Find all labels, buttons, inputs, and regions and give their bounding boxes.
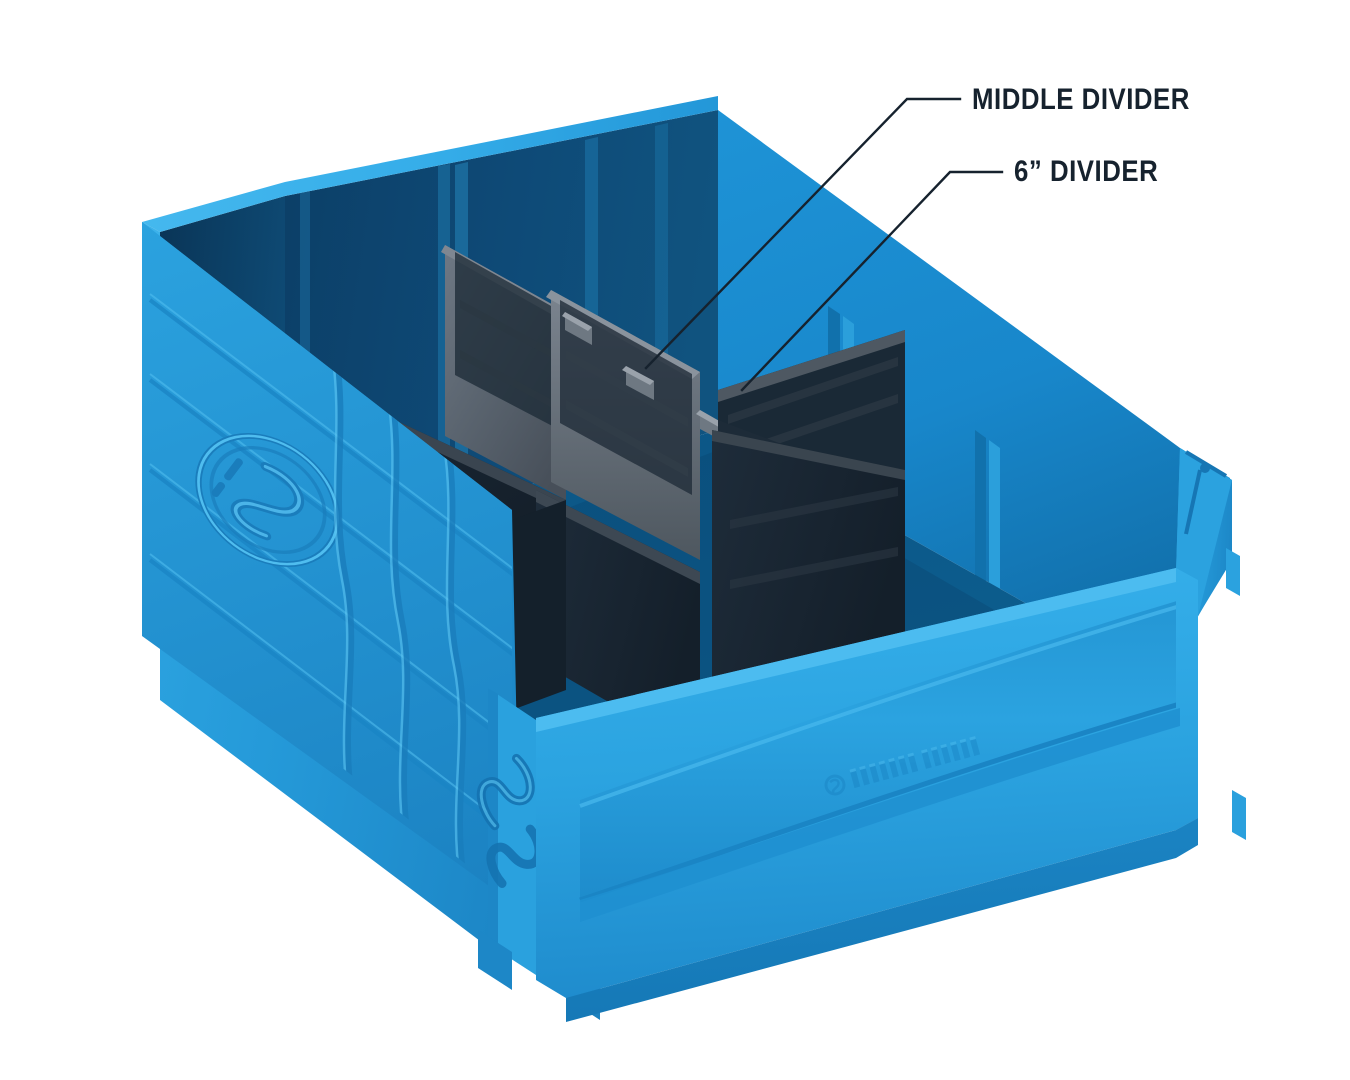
callout-leaders <box>644 97 1004 392</box>
callout-label-six-inch-divider: 6” DIVIDER <box>1014 155 1159 188</box>
rim-back-left <box>142 96 718 232</box>
front-bottom-lip <box>566 818 1198 1022</box>
divider-middle-long <box>536 290 728 755</box>
front-panel-top-edge <box>536 568 1176 732</box>
interior-right-wall <box>718 110 1180 690</box>
foot-left <box>478 930 512 990</box>
leader-six-inch-divider <box>740 170 1004 392</box>
front-left-corner-pillar <box>488 688 536 975</box>
side-panel-emboss-group <box>148 293 512 881</box>
leader-middle-divider <box>644 97 962 370</box>
bin-shell <box>142 96 1246 1022</box>
divider-right-cross <box>712 430 905 690</box>
front-scoop <box>580 600 1176 900</box>
side-panel-right-chamfer <box>1176 448 1232 616</box>
front-brand-emboss <box>824 736 981 796</box>
compartment-shadow <box>512 500 566 710</box>
callout-label-middle-divider: MIDDLE DIVIDER <box>972 83 1190 116</box>
front-scoop-group <box>579 600 1176 903</box>
side-logo-emboss <box>195 432 341 568</box>
